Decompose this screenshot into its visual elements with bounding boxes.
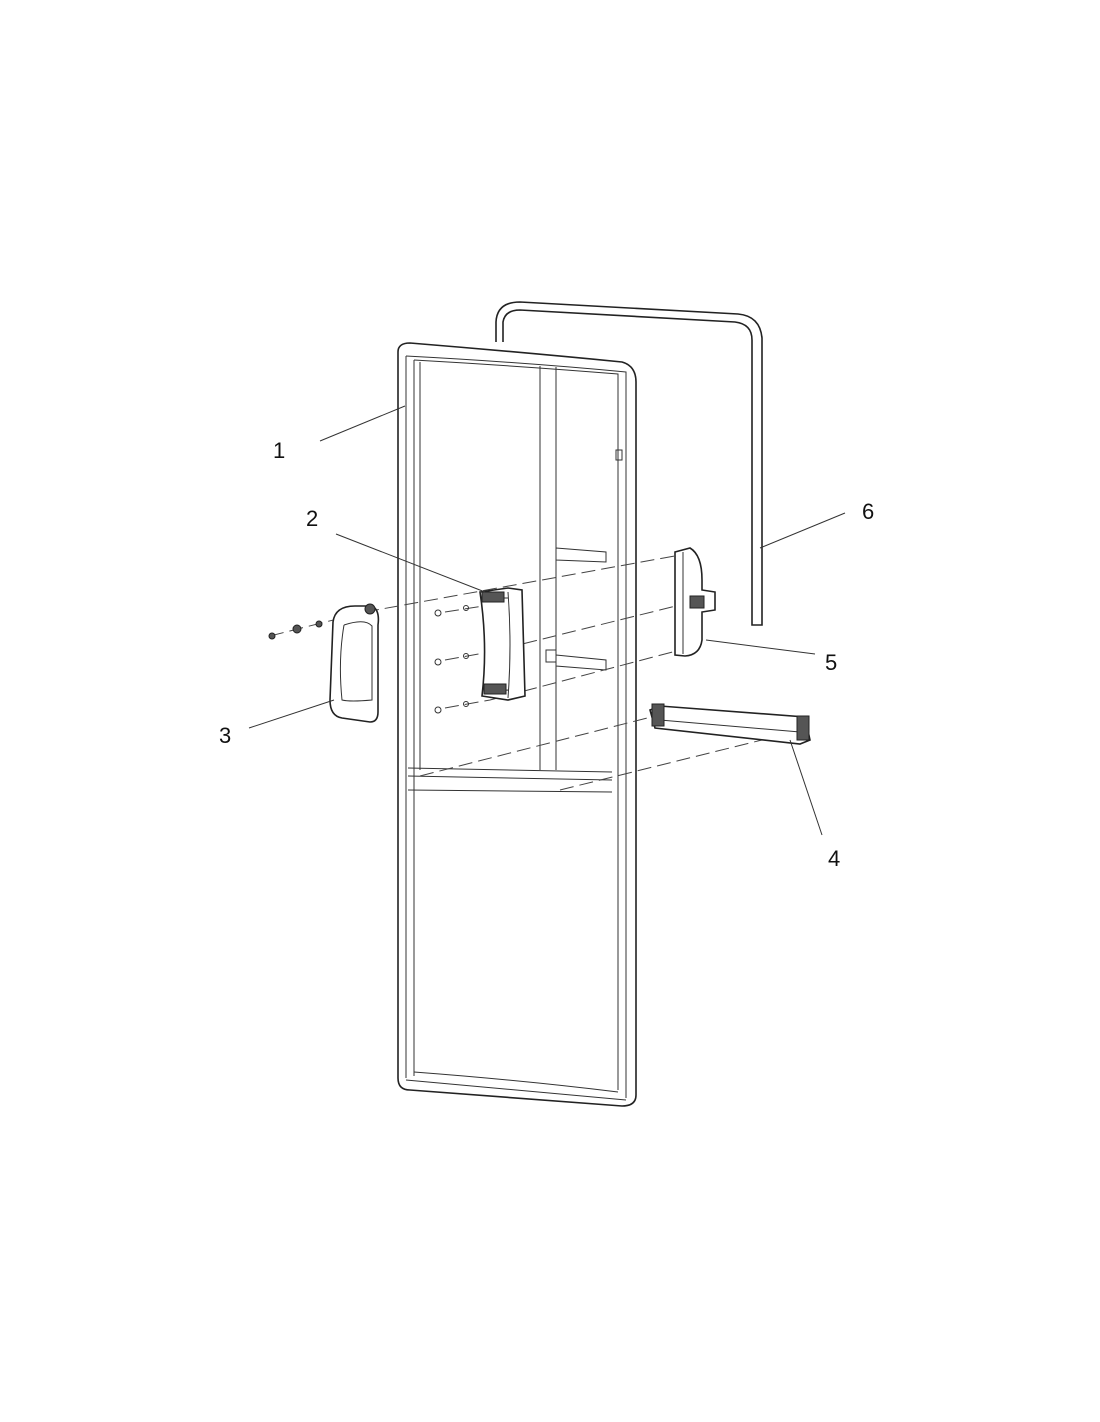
callout-5: 5 <box>825 650 837 675</box>
callout-4: 4 <box>828 846 840 871</box>
handle-mount-inner <box>479 587 526 701</box>
door-gasket <box>495 301 763 626</box>
door-frame <box>397 342 637 1107</box>
callout-6: 6 <box>862 499 874 524</box>
callout-3: 3 <box>219 723 231 748</box>
callout-1: 1 <box>273 438 285 463</box>
leader-lines <box>248 405 846 836</box>
callout-2: 2 <box>306 506 318 531</box>
hinge-bar <box>649 703 811 745</box>
handle-mount-outer <box>674 547 716 657</box>
screws <box>268 605 469 714</box>
door-handle <box>329 603 380 723</box>
